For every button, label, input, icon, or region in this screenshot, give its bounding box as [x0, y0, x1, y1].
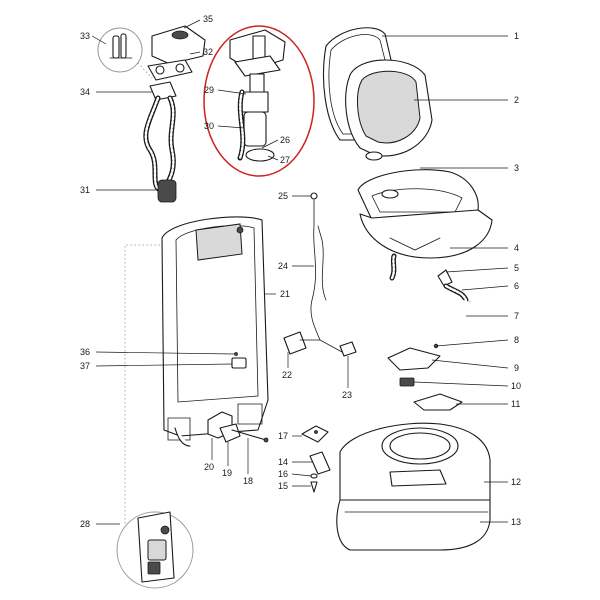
part-14-handle — [309, 451, 331, 475]
highlight-ring — [203, 25, 315, 177]
callout-9: 9 — [514, 363, 519, 373]
callout-27: 27 — [280, 155, 290, 165]
callout-17: 17 — [278, 431, 288, 441]
part-4-bowl — [359, 209, 493, 259]
callout-36: 36 — [80, 347, 90, 357]
callout-11: 11 — [511, 399, 520, 409]
callout-10: 10 — [511, 381, 521, 391]
callout-34: 34 — [80, 87, 90, 97]
part-37-lock — [231, 357, 247, 369]
pump-assembly — [229, 29, 286, 162]
callout-12: 12 — [511, 477, 521, 487]
callout-23: 23 — [342, 390, 352, 400]
connector-dotted-28 — [124, 244, 160, 525]
callout-25: 25 — [278, 191, 288, 201]
callout-7: 7 — [514, 311, 519, 321]
part-11-plate — [413, 393, 463, 411]
part-24-cable — [310, 199, 321, 341]
callout-6: 6 — [514, 281, 519, 291]
callout-4: 4 — [514, 243, 519, 253]
part-12-tank-top — [339, 422, 491, 501]
callout-18: 18 — [243, 476, 253, 486]
callout-30: 30 — [204, 121, 214, 131]
callout-20: 20 — [204, 462, 214, 472]
callout-22: 22 — [282, 370, 292, 380]
callout-26: 26 — [280, 135, 290, 145]
part-15-screw — [310, 481, 318, 493]
part-33-detail — [97, 27, 143, 73]
callout-24: 24 — [278, 261, 288, 271]
part-16-washer — [310, 473, 318, 479]
callout-2: 2 — [514, 95, 519, 105]
part-18-rod — [231, 429, 267, 441]
part-2-seat — [345, 59, 433, 161]
part-13-tank-base — [336, 499, 491, 551]
part-3-bowl-rim — [357, 169, 479, 223]
callout-15: 15 — [278, 481, 288, 491]
part-36-pin — [234, 352, 238, 356]
part-23-plug — [339, 341, 357, 357]
part-9-bracket — [387, 347, 441, 371]
part-28-detail — [116, 511, 194, 589]
callout-21: 21 — [280, 289, 290, 299]
callout-5: 5 — [514, 263, 519, 273]
part-22-sensor — [283, 331, 307, 355]
callout-13: 13 — [511, 517, 521, 527]
callout-28: 28 — [80, 519, 90, 529]
callout-16: 16 — [278, 469, 288, 479]
part-7-tube — [376, 277, 471, 328]
callout-33: 33 — [80, 31, 90, 41]
callout-32: 32 — [203, 47, 213, 57]
part-19-latch — [219, 423, 241, 443]
callout-14: 14 — [278, 457, 288, 467]
filter-31 — [157, 179, 177, 203]
part-21-housing — [161, 216, 269, 447]
callout-19: 19 — [222, 468, 232, 478]
callout-8: 8 — [514, 335, 519, 345]
callout-3: 3 — [514, 163, 519, 173]
part-10-clip — [399, 377, 415, 387]
part-17-cap — [301, 425, 329, 443]
callout-31: 31 — [80, 185, 90, 195]
part-5-fitting — [437, 269, 453, 287]
valve-assembly — [147, 25, 206, 101]
callout-37: 37 — [80, 361, 90, 371]
callout-35: 35 — [203, 14, 213, 24]
callout-29: 29 — [204, 85, 214, 95]
part-25-connector — [310, 192, 318, 200]
callout-1: 1 — [514, 31, 519, 41]
